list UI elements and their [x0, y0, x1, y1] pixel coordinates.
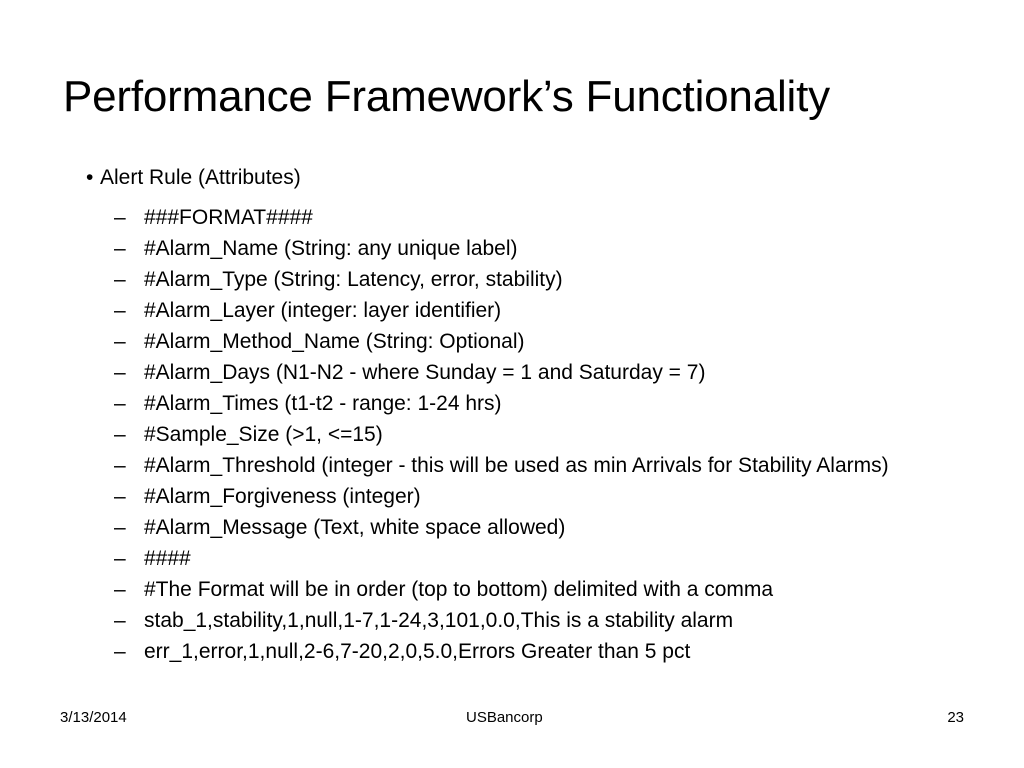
sub-item: –#Alarm_Times (t1-t2 - range: 1-24 hrs): [114, 392, 994, 416]
dash-marker: –: [114, 206, 126, 229]
sub-item: –#The Format will be in order (top to bo…: [114, 578, 994, 602]
sub-item: –err_1,error,1,null,2-6,7-20,2,0,5.0,Err…: [114, 640, 994, 664]
sub-item-text: #Alarm_Name (String: any unique label): [144, 237, 518, 260]
footer-organization: USBancorp: [466, 709, 543, 726]
dash-marker: –: [114, 454, 126, 477]
dash-marker: –: [114, 578, 126, 601]
sub-item-text: stab_1,stability,1,null,1-7,1-24,3,101,0…: [144, 609, 734, 632]
sub-item-text: ###FORMAT####: [144, 206, 313, 229]
bullet-item: • Alert Rule (Attributes): [86, 164, 301, 192]
dash-marker: –: [114, 392, 126, 415]
sub-item-text: #Alarm_Times (t1-t2 - range: 1-24 hrs): [144, 392, 502, 415]
bullet-dot: •: [86, 166, 94, 189]
sub-item-text: #Alarm_Layer (integer: layer identifier): [144, 299, 502, 322]
dash-marker: –: [114, 237, 126, 260]
sub-item-text: #Alarm_Message (Text, white space allowe…: [144, 516, 566, 539]
sub-item: –#Sample_Size (>1, <=15): [114, 423, 994, 447]
sub-item: –#Alarm_Type (String: Latency, error, st…: [114, 268, 994, 292]
dash-marker: –: [114, 268, 126, 291]
dash-marker: –: [114, 299, 126, 322]
sub-item-text: #Alarm_Threshold (integer - this will be…: [144, 454, 889, 477]
sub-item-text: #Alarm_Type (String: Latency, error, sta…: [144, 268, 563, 291]
sub-item-text: #Alarm_Days (N1-N2 - where Sunday = 1 an…: [144, 361, 706, 384]
sub-item-text: err_1,error,1,null,2-6,7-20,2,0,5.0,Erro…: [144, 640, 691, 663]
dash-marker: –: [114, 485, 126, 508]
dash-marker: –: [114, 609, 126, 632]
sub-item: –####: [114, 547, 994, 571]
footer-page-number: 23: [947, 709, 964, 726]
footer-date: 3/13/2014: [60, 709, 127, 726]
sub-item: –#Alarm_Message (Text, white space allow…: [114, 516, 994, 540]
sub-item-text: #Sample_Size (>1, <=15): [144, 423, 383, 446]
sub-item-text: #Alarm_Method_Name (String: Optional): [144, 330, 525, 353]
sub-item: –stab_1,stability,1,null,1-7,1-24,3,101,…: [114, 609, 994, 633]
dash-marker: –: [114, 640, 126, 663]
dash-marker: –: [114, 330, 126, 353]
dash-marker: –: [114, 423, 126, 446]
sub-item-text: ####: [144, 547, 191, 570]
slide-title: Performance Framework’s Functionality: [63, 72, 830, 121]
sub-item: –#Alarm_Threshold (integer - this will b…: [114, 454, 994, 478]
sub-item-text: #The Format will be in order (top to bot…: [144, 578, 774, 601]
sub-item: –#Alarm_Name (String: any unique label): [114, 237, 994, 261]
bullet-text: Alert Rule (Attributes): [100, 166, 301, 189]
dash-marker: –: [114, 547, 126, 570]
sub-item-text: #Alarm_Forgiveness (integer): [144, 485, 421, 508]
sub-item: –#Alarm_Layer (integer: layer identifier…: [114, 299, 994, 323]
sub-item-list: –###FORMAT#### –#Alarm_Name (String: any…: [114, 206, 994, 671]
sub-item: –#Alarm_Method_Name (String: Optional): [114, 330, 994, 354]
dash-marker: –: [114, 361, 126, 384]
sub-item: –#Alarm_Forgiveness (integer): [114, 485, 994, 509]
dash-marker: –: [114, 516, 126, 539]
sub-item: –#Alarm_Days (N1-N2 - where Sunday = 1 a…: [114, 361, 994, 385]
sub-item: –###FORMAT####: [114, 206, 994, 230]
